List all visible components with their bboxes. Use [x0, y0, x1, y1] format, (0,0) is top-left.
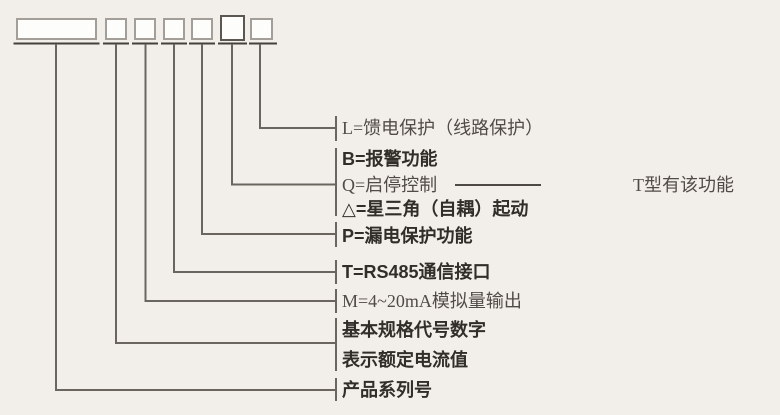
code-box-4 [163, 18, 185, 40]
label-analog-output: M=4~20mA模拟量输出 [342, 291, 522, 311]
code-box-2 [105, 18, 127, 40]
label-star-delta-start: △=星三角（自耦）起动 [342, 199, 529, 219]
label-t-type-note: T型有该功能 [633, 175, 734, 195]
label-rs485-interface: T=RS485通信接口 [342, 262, 491, 282]
label-spec-code-line2: 表示额定电流值 [342, 350, 468, 370]
label-product-series: 产品系列号 [342, 380, 432, 400]
leader-lines [55, 44, 335, 391]
label-feeder-protection: L=馈电保护（线路保护） [342, 118, 544, 138]
code-box-3 [134, 18, 156, 40]
label-alarm-function: B=报警功能 [342, 149, 438, 169]
code-box-5 [191, 18, 213, 40]
code-box-7 [250, 18, 273, 40]
code-box-6 [220, 15, 245, 41]
label-spec-code-line1: 基本规格代号数字 [342, 320, 486, 340]
code-box-1 [16, 18, 97, 40]
label-start-stop-control: Q=启停控制 [342, 175, 438, 195]
label-leakage-protection: P=漏电保护功能 [342, 226, 473, 246]
